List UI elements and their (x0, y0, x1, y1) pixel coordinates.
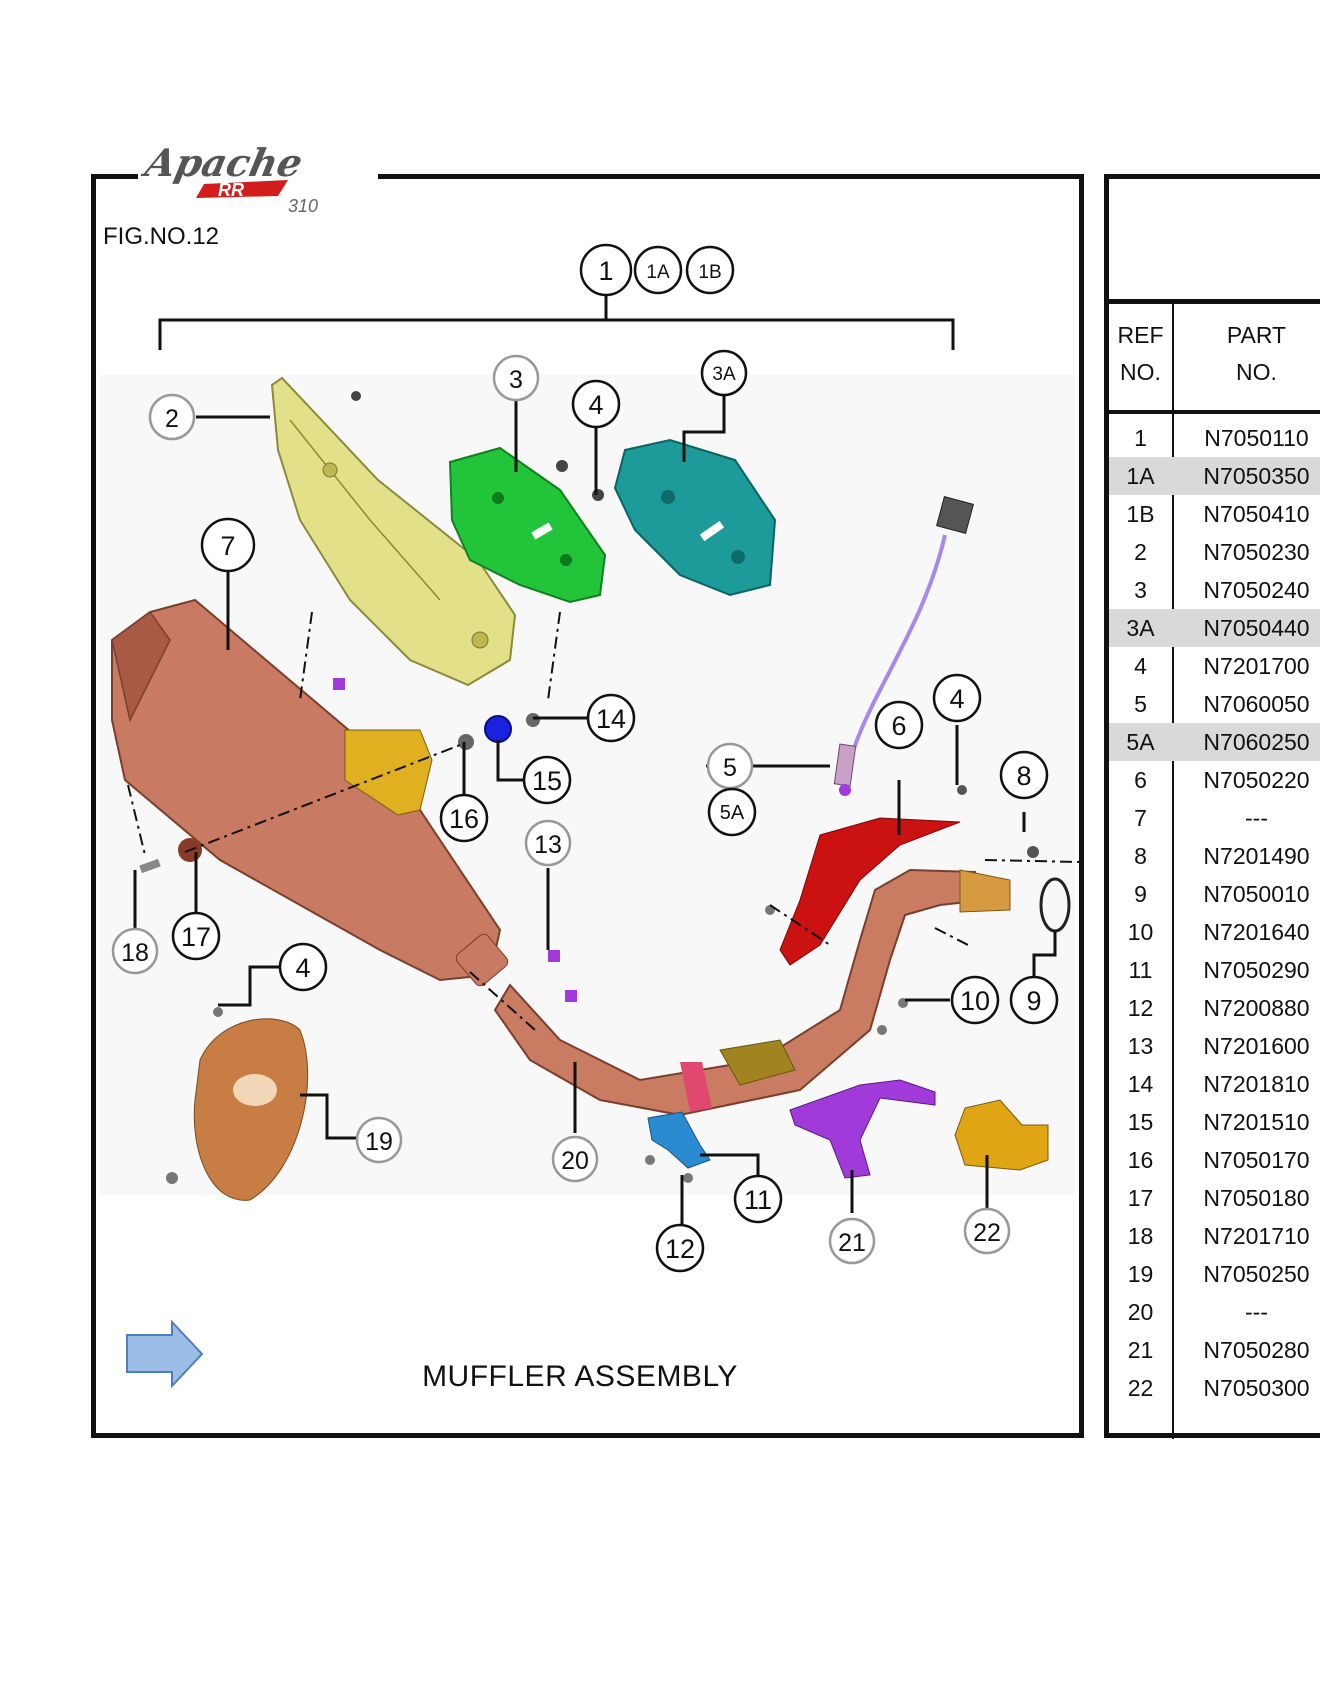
ref-no-cell: 1 (1134, 425, 1147, 451)
ref-no-cell: 9 (1134, 881, 1147, 907)
part-no-cell: N7050180 (1203, 1185, 1310, 1211)
ref-no-cell: 14 (1127, 1071, 1154, 1097)
part-no-cell: N7050350 (1203, 463, 1310, 489)
part-no-cell: N7050290 (1203, 957, 1310, 983)
ref-no-cell: 16 (1127, 1147, 1154, 1173)
part-no-cell: N7201640 (1203, 919, 1310, 945)
table-row: 7 --- (1109, 799, 1320, 837)
table-row: 12 N7200880 (1109, 989, 1320, 1027)
ref-no-cell: 5A (1126, 729, 1155, 755)
table-row: 15 N7201510 (1109, 1103, 1320, 1141)
table-row: 1B N7050410 (1109, 495, 1320, 533)
figure-frame (91, 174, 1084, 1438)
ref-no-cell: 8 (1134, 843, 1147, 869)
part-no-cell: N7201810 (1203, 1071, 1310, 1097)
part-no-cell: N7050010 (1203, 881, 1310, 907)
table-row: 9 N7050010 (1109, 875, 1320, 913)
ref-no-cell: 12 (1127, 995, 1154, 1021)
ref-no-cell: 18 (1127, 1223, 1154, 1249)
ref-no-cell: 10 (1127, 919, 1154, 945)
svg-text:310: 310 (288, 196, 318, 216)
table-row: 2 N7050230 (1109, 533, 1320, 571)
table-row: 1 N7050110 (1109, 419, 1320, 457)
column-divider (1172, 299, 1174, 1439)
part-no-cell: N7060250 (1203, 729, 1310, 755)
ref-no-cell: 7 (1134, 805, 1147, 831)
table-row: 4 N7201700 (1109, 647, 1320, 685)
part-no-cell: N7050110 (1204, 425, 1309, 451)
part-no-cell: N7050170 (1203, 1147, 1310, 1173)
table-row: 16 N7050170 (1109, 1141, 1320, 1179)
ref-no-cell: 5 (1134, 691, 1147, 717)
table-row: 10 N7201640 (1109, 913, 1320, 951)
assembly-title: MUFFLER ASSEMBLY (422, 1360, 738, 1393)
part-no-cell: N7050300 (1203, 1375, 1310, 1401)
parts-table-header (1109, 299, 1320, 414)
table-row: 20 --- (1109, 1293, 1320, 1331)
ref-no-cell: 19 (1127, 1261, 1154, 1287)
ref-no-cell: 13 (1127, 1033, 1154, 1059)
part-no-cell: N7050220 (1203, 767, 1310, 793)
parts-table: REF NO. PART NO. 1 N7050110 1A N7050350 1B N7… (1104, 174, 1320, 1439)
part-no-cell: N7050240 (1203, 577, 1310, 603)
ref-no-cell: 21 (1127, 1337, 1154, 1363)
ref-no-cell: 3A (1126, 615, 1155, 641)
ref-no-cell: 20 (1127, 1299, 1154, 1325)
table-row: 18 N7201710 (1109, 1217, 1320, 1255)
part-no-cell: N7200880 (1203, 995, 1310, 1021)
part-no-cell: N7050230 (1203, 539, 1310, 565)
table-row: 22 N7050300 (1109, 1369, 1320, 1407)
table-row: 11 N7050290 (1109, 951, 1320, 989)
part-no-cell: N7050440 (1203, 615, 1310, 641)
part-no-cell: N7060050 (1203, 691, 1310, 717)
part-no-cell: --- (1245, 1299, 1268, 1325)
part-no-cell: N7050280 (1203, 1337, 1310, 1363)
ref-no-cell: 4 (1134, 653, 1147, 679)
ref-no-cell: 11 (1128, 957, 1153, 983)
ref-no-cell: 6 (1134, 767, 1147, 793)
table-row: 13 N7201600 (1109, 1027, 1320, 1065)
table-row: 3 N7050240 (1109, 571, 1320, 609)
part-no-cell: N7201510 (1203, 1109, 1310, 1135)
svg-text:RR: RR (218, 180, 244, 200)
part-no-cell: N7050410 (1203, 501, 1310, 527)
ref-no-cell: 3 (1134, 577, 1147, 603)
table-row: 3A N7050440 (1109, 609, 1320, 647)
part-no-cell: N7201700 (1203, 653, 1310, 679)
ref-no-cell: 22 (1127, 1375, 1154, 1401)
table-row: 8 N7201490 (1109, 837, 1320, 875)
part-no-cell: N7201490 (1203, 843, 1310, 869)
part-no-cell: N7050250 (1203, 1261, 1310, 1287)
ref-no-cell: 2 (1134, 539, 1147, 565)
header-part-no: PART NO. (1226, 322, 1287, 385)
part-no-cell: N7201600 (1203, 1033, 1310, 1059)
table-row: 14 N7201810 (1109, 1065, 1320, 1103)
ref-no-cell: 15 (1127, 1109, 1154, 1135)
apache-rr-310-logo: Apache RR 310 (138, 136, 378, 218)
ref-no-cell: 17 (1127, 1185, 1154, 1211)
svg-text:Apache: Apache (138, 141, 306, 186)
table-row: 5 N7060050 (1109, 685, 1320, 723)
part-no-cell: --- (1245, 805, 1268, 831)
figure-number-label: FIG.NO.12 (103, 223, 220, 250)
ref-no-cell: 1B (1126, 501, 1155, 527)
table-row: 5A N7060250 (1109, 723, 1320, 761)
header-ref-no: REF NO. (1117, 322, 1164, 385)
table-row: 21 N7050280 (1109, 1331, 1320, 1369)
ref-no-cell: 1A (1126, 463, 1155, 489)
table-row: 1A N7050350 (1109, 457, 1320, 495)
part-no-cell: N7201710 (1203, 1223, 1310, 1249)
table-row: 17 N7050180 (1109, 1179, 1320, 1217)
table-row: 19 N7050250 (1109, 1255, 1320, 1293)
table-row: 6 N7050220 (1109, 761, 1320, 799)
